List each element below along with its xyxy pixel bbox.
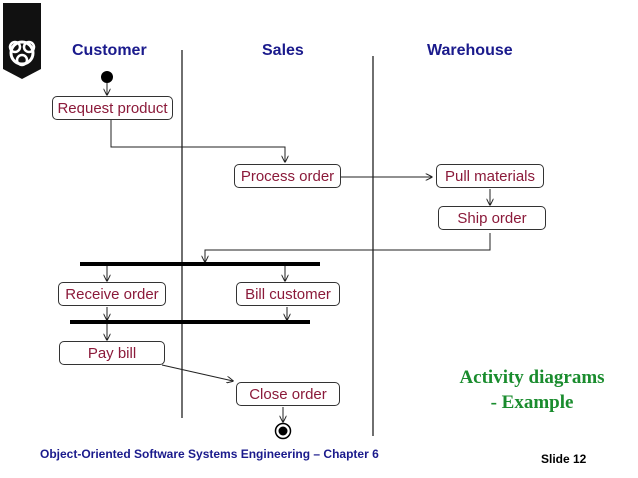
final-node-inner — [278, 426, 288, 436]
caption-line-1: Activity diagrams — [459, 367, 605, 388]
footer-course-title: Object-Oriented Software Systems Enginee… — [40, 447, 379, 461]
join-bar — [70, 320, 310, 324]
action-close-order: Close order — [236, 382, 340, 406]
flow-pay-to-close — [161, 364, 233, 381]
action-bill-customer: Bill customer — [236, 282, 340, 306]
flow-request-to-process — [110, 120, 285, 162]
lane-title-warehouse: Warehouse — [427, 42, 513, 59]
action-request-product: Request product — [52, 96, 173, 120]
university-logo-icon — [3, 3, 41, 79]
action-pull-materials: Pull materials — [436, 164, 544, 188]
caption-line-2: - Example — [490, 392, 574, 413]
slide-number: Slide 12 — [541, 452, 587, 466]
action-pay-bill: Pay bill — [59, 341, 165, 365]
fork-bar — [80, 262, 320, 266]
action-ship-order: Ship order — [438, 206, 546, 230]
lane-title-sales: Sales — [262, 42, 304, 59]
initial-node — [101, 71, 113, 83]
action-process-order: Process order — [234, 164, 341, 188]
flow-ship-to-fork — [205, 233, 491, 262]
lane-title-customer: Customer — [72, 42, 147, 59]
action-receive-order: Receive order — [58, 282, 166, 306]
